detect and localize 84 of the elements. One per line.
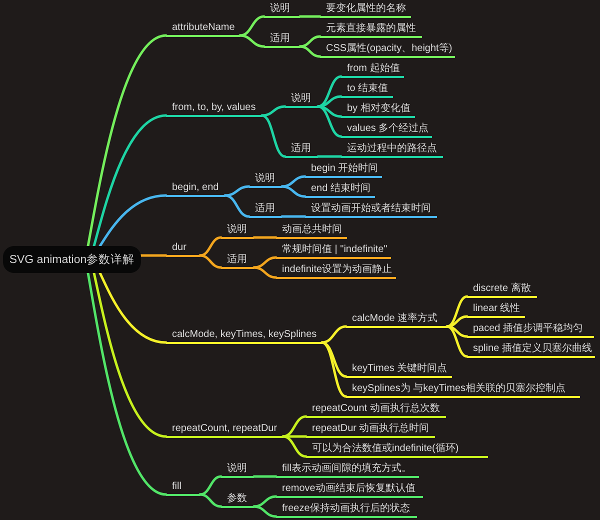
branch-line: [252, 475, 278, 478]
sub-branch-label: 动画总共时间: [276, 222, 347, 239]
branch-line: [252, 505, 278, 518]
sub-branch-label: discrete 离散: [467, 282, 537, 298]
branch-line: [98, 194, 168, 248]
branch-line: [260, 105, 286, 117]
branch-line: [198, 236, 222, 257]
branch-line: [298, 35, 322, 48]
branch-line: [86, 272, 168, 496]
branch-line: [298, 15, 322, 18]
sub-branch-label: from 起始值: [341, 62, 404, 78]
sub-branch-label: by 相对变化值: [341, 102, 415, 118]
branch-line: [280, 185, 306, 198]
main-branch-label: begin, end: [166, 180, 225, 197]
branch-line: [280, 175, 306, 188]
branch-line: [224, 185, 250, 197]
sub-branch-label: 说明: [249, 172, 282, 188]
sub-branch-label: 适用: [249, 202, 282, 218]
sub-branch-label: 说明: [264, 2, 300, 18]
main-branch-label: attributeName: [166, 20, 240, 37]
sub-branch-label: repeatCount 动画执行总次数: [306, 402, 446, 418]
sub-branch-label: 设置动画开始或者结束时间: [305, 202, 437, 218]
sub-branch-label: 说明: [221, 462, 254, 478]
sub-branch-label: fill表示动画间隙的填充方式。: [276, 462, 419, 478]
central-topic: SVG animation参数详解: [3, 246, 141, 273]
sub-branch-label: 适用: [221, 252, 254, 269]
sub-branch-label: 要变化属性的名称: [320, 2, 411, 18]
sub-branch-label: calcMode 速率方式: [346, 312, 447, 328]
main-branch-label: calcMode, keyTimes, keySplines: [166, 328, 322, 344]
branch-line: [86, 34, 168, 248]
sub-branch-label: keyTimes 关键时间点: [346, 362, 452, 378]
branch-line: [198, 475, 222, 496]
sub-branch-label: keySplines为 与keyTimes相关联的贝塞尔控制点: [346, 382, 580, 398]
branch-line: [238, 15, 266, 37]
branch-line: [260, 114, 286, 158]
branch-line: [280, 215, 306, 218]
sub-branch-label: freeze保持动画执行后的状态: [276, 502, 417, 518]
sub-branch-label: values 多个经过点: [341, 122, 432, 138]
branch-line: [140, 254, 168, 257]
sub-branch-label: 运动过程中的路径点: [341, 142, 443, 158]
branch-line: [252, 256, 278, 269]
sub-branch-label: remove动画结束后恢复默认值: [276, 482, 423, 498]
branch-line: [446, 325, 468, 358]
sub-branch-label: 元素直接暴露的属性: [320, 22, 422, 38]
sub-branch-label: paced 插值步调平稳均匀: [467, 322, 594, 338]
sub-branch-label: end 结束时间: [305, 182, 375, 198]
branch-line: [316, 155, 342, 158]
branch-line: [282, 435, 308, 458]
branch-line: [298, 45, 322, 58]
main-branch-label: dur: [166, 240, 200, 257]
sub-branch-label: 适用: [264, 32, 300, 48]
sub-branch-label: spline 插值定义贝塞尔曲线: [467, 342, 595, 358]
branch-line: [252, 236, 278, 239]
sub-branch-label: 常规时间值 | "indefinite": [276, 242, 391, 259]
sub-branch-label: CSS属性(opacity、height等): [320, 42, 456, 58]
sub-branch-label: linear 线性: [467, 302, 525, 318]
branch-line: [282, 415, 308, 438]
branch-line: [98, 272, 168, 344]
branch-line: [316, 95, 342, 108]
branch-line: [198, 254, 222, 269]
branch-line: [320, 325, 348, 344]
sub-branch-label: 说明: [221, 222, 254, 239]
branch-line: [446, 315, 468, 328]
sub-branch-label: 参数: [221, 492, 254, 508]
branch-line: [224, 194, 250, 218]
branch-line: [252, 495, 278, 508]
sub-branch-label: indefinite设置为动画静止: [276, 262, 396, 279]
branch-line: [446, 295, 468, 328]
sub-branch-label: 适用: [285, 142, 318, 158]
branch-line: [238, 34, 266, 48]
branch-line: [252, 266, 278, 279]
sub-branch-label: to 结束值: [341, 82, 393, 98]
branch-line: [92, 114, 168, 248]
branch-line: [198, 493, 222, 508]
sub-branch-label: repeatDur 动画执行总时间: [306, 422, 435, 438]
branch-line: [320, 341, 348, 398]
main-branch-label: repeatCount, repeatDur: [166, 422, 283, 438]
branch-line: [316, 105, 342, 138]
main-branch-label: from, to, by, values: [166, 100, 262, 117]
sub-branch-label: 说明: [285, 92, 318, 108]
main-branch-label: fill: [166, 480, 200, 496]
sub-branch-label: 可以为合法数值或indefinite(循环): [306, 442, 488, 458]
sub-branch-label: begin 开始时间: [305, 162, 382, 178]
branch-line: [92, 272, 168, 438]
